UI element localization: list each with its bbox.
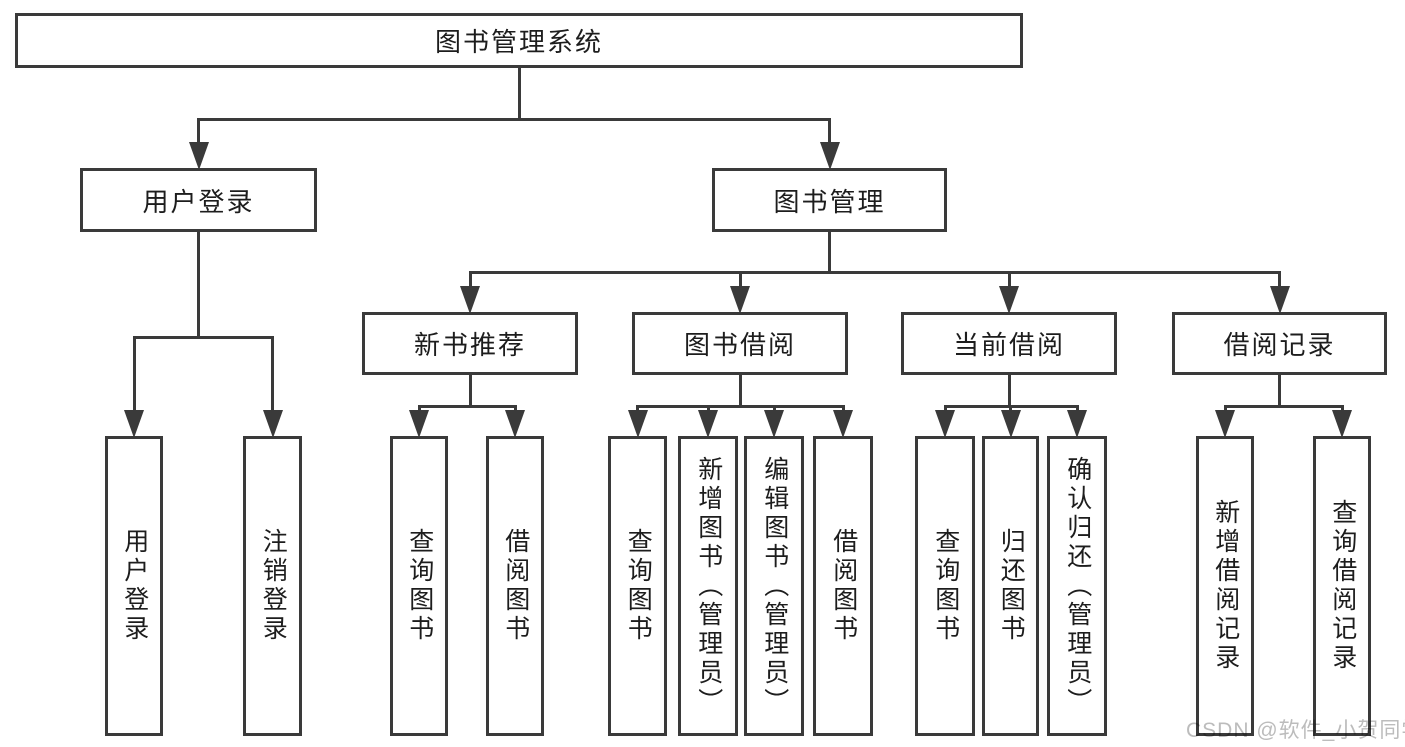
connector-bus — [468, 270, 1281, 274]
node-cb-confirm: 确认归还（管理员） — [1047, 436, 1107, 736]
arrow-down-icon — [1067, 410, 1087, 438]
arrow-down-icon — [409, 410, 429, 438]
connector-drop — [197, 119, 200, 146]
node-nbr-borrow: 借阅图书 — [486, 436, 544, 736]
node-book-borrow: 图书借阅 — [632, 312, 848, 375]
arrow-down-icon — [935, 410, 955, 438]
node-bb-borrow: 借阅图书 — [813, 436, 873, 736]
arrow-down-icon — [460, 286, 480, 314]
node-bb-query: 查询图书 — [608, 436, 667, 736]
node-user-login-leaf: 用户登录 — [105, 436, 163, 736]
arrow-down-icon — [1269, 286, 1290, 314]
arrow-down-icon — [627, 410, 648, 438]
node-br-add: 新增借阅记录 — [1196, 436, 1254, 736]
arrow-down-icon — [999, 286, 1019, 314]
connector-drop — [1278, 272, 1281, 290]
connector-stem — [1278, 375, 1281, 408]
node-borrow-records: 借阅记录 — [1172, 312, 1387, 375]
node-br-query: 查询借阅记录 — [1313, 436, 1371, 736]
connector-drop — [271, 337, 274, 414]
connector-stem — [517, 68, 521, 121]
connector-stem — [468, 375, 472, 408]
arrow-down-icon — [124, 410, 144, 438]
connector-drop — [468, 272, 472, 290]
node-cb-return: 归还图书 — [982, 436, 1039, 736]
arrow-down-icon — [730, 286, 750, 314]
arrow-down-icon — [505, 410, 525, 438]
node-logout: 注销登录 — [243, 436, 302, 736]
node-root: 图书管理系统 — [15, 13, 1023, 68]
connector-drop — [828, 119, 831, 146]
connector-bus — [1223, 404, 1344, 408]
connector-bus — [197, 117, 831, 121]
connector-drop — [132, 337, 136, 414]
arrow-down-icon — [1000, 410, 1021, 438]
connector-stem — [1007, 375, 1011, 408]
arrow-down-icon — [1215, 410, 1235, 438]
connector-stem — [197, 232, 200, 339]
arrow-down-icon — [262, 410, 283, 438]
node-bb-edit: 编辑图书（管理员） — [744, 436, 804, 736]
node-current-borrow: 当前借阅 — [901, 312, 1117, 375]
connector-bus — [417, 404, 517, 408]
watermark: CSDN @软件_小贺同学 — [1186, 719, 1405, 742]
connector-stem — [738, 375, 742, 408]
arrow-down-icon — [764, 410, 784, 438]
node-cb-query: 查询图书 — [915, 436, 975, 736]
arrow-down-icon — [188, 142, 209, 170]
connector-stem — [828, 232, 831, 274]
connector-bus — [132, 335, 274, 339]
node-new-book-rec: 新书推荐 — [362, 312, 578, 375]
node-nbr-query: 查询图书 — [390, 436, 448, 736]
arrow-down-icon — [819, 142, 840, 170]
connector-drop — [1007, 272, 1011, 290]
arrow-down-icon — [698, 410, 718, 438]
arrow-down-icon — [833, 410, 853, 438]
connector-bus — [636, 404, 845, 408]
arrow-down-icon — [1332, 410, 1352, 438]
connector-drop — [738, 272, 742, 290]
node-user-login: 用户登录 — [80, 168, 317, 232]
node-book-mgmt: 图书管理 — [712, 168, 947, 232]
node-bb-add: 新增图书（管理员） — [678, 436, 738, 736]
